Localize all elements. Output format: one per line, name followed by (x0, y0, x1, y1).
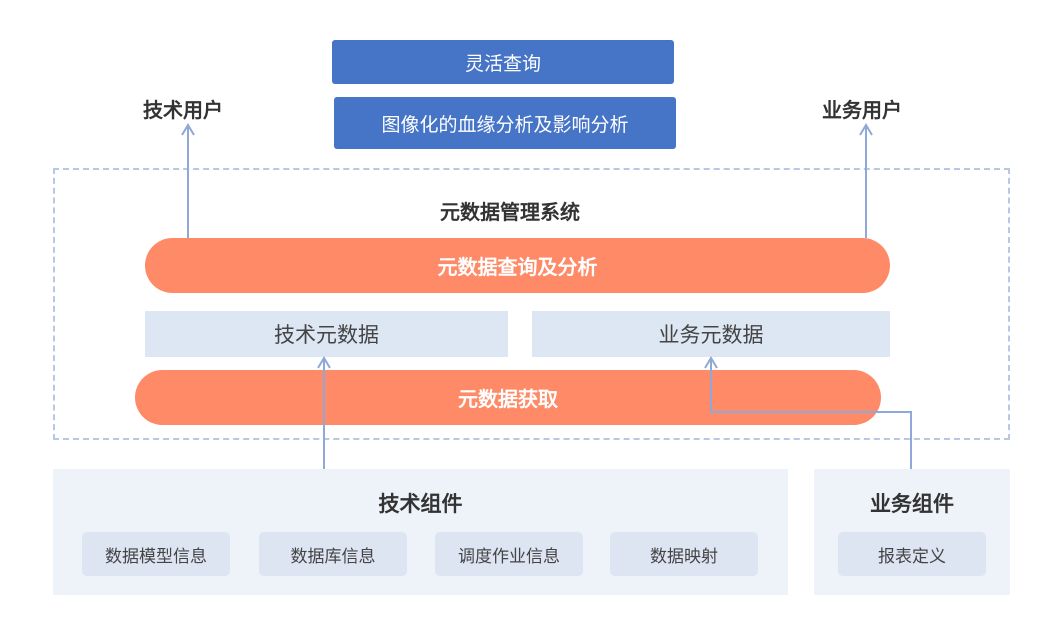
query-analysis-label: 元数据查询及分析 (437, 255, 598, 279)
chip-data-model-info: 数据模型信息 (82, 532, 230, 576)
flexible-query-box: 灵活查询 (332, 40, 674, 84)
tech-user-label: 技术用户 (143, 98, 223, 122)
tech-component-panel: 技术组件 数据模型信息 数据库信息 调度作业信息 数据映射 (53, 469, 788, 595)
system-title: 元数据管理系统 (440, 200, 580, 224)
biz-component-panel: 业务组件 报表定义 (814, 469, 1010, 595)
flexible-query-label: 灵活查询 (464, 52, 541, 75)
lineage-analysis-box: 图像化的血缘分析及影响分析 (334, 97, 676, 149)
chip-label: 报表定义 (878, 546, 946, 567)
biz-metadata-box: 业务元数据 (532, 311, 890, 357)
tech-metadata-label: 技术元数据 (274, 323, 379, 347)
metadata-system-frame (53, 168, 1010, 440)
acquisition-pill: 元数据获取 (135, 370, 881, 425)
chip-label: 数据映射 (650, 546, 718, 567)
biz-user-label: 业务用户 (822, 98, 902, 122)
chip-database-info: 数据库信息 (259, 532, 407, 576)
biz-component-title: 业务组件 (870, 492, 954, 516)
tech-metadata-box: 技术元数据 (145, 311, 508, 357)
chip-label: 调度作业信息 (458, 546, 560, 567)
chip-report-definition: 报表定义 (838, 532, 986, 576)
chip-schedule-job-info: 调度作业信息 (435, 532, 583, 576)
arrowhead-tech-user (181, 123, 195, 136)
lineage-analysis-label: 图像化的血缘分析及影响分析 (381, 113, 629, 136)
arrowhead-biz-user (859, 123, 873, 136)
chip-data-mapping: 数据映射 (610, 532, 758, 576)
query-analysis-pill: 元数据查询及分析 (145, 238, 890, 293)
biz-metadata-label: 业务元数据 (658, 323, 764, 347)
chip-label: 数据模型信息 (105, 546, 207, 567)
acquisition-label: 元数据获取 (458, 387, 558, 411)
tech-component-title: 技术组件 (378, 492, 463, 516)
chip-label: 数据库信息 (290, 546, 376, 567)
